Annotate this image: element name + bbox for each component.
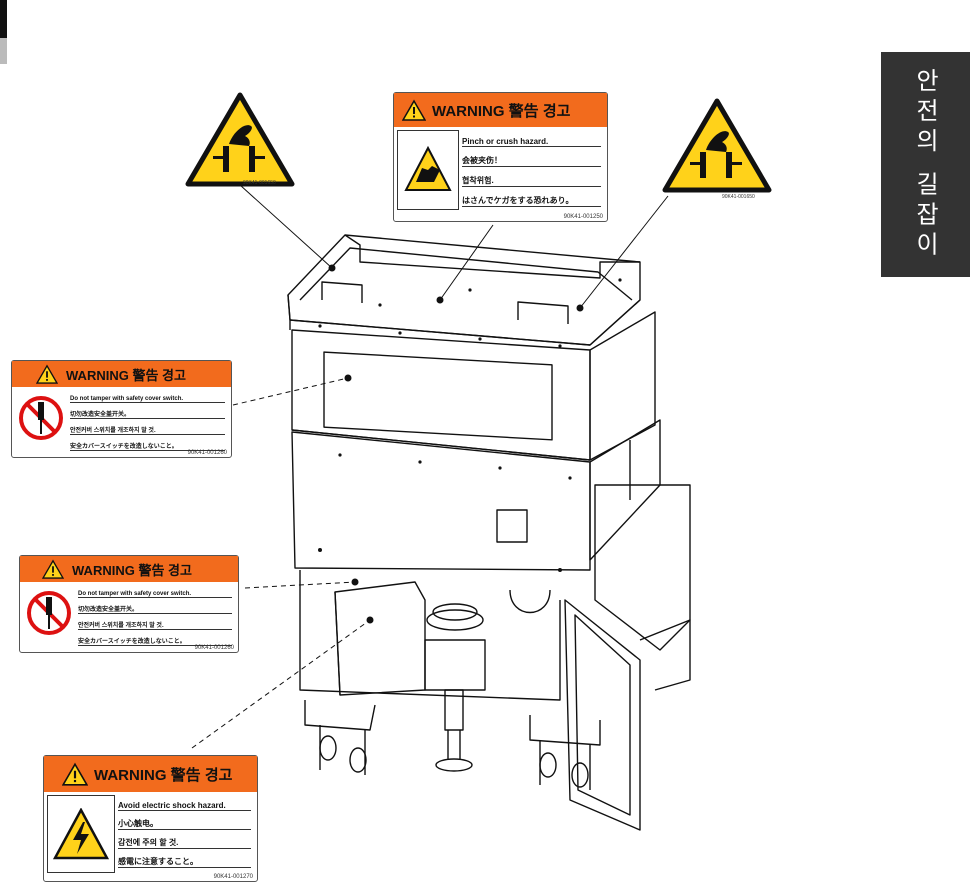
warning-text-ko: 감전에 주의 할 것. <box>118 830 251 849</box>
warning-text-en: Pinch or crush hazard. <box>462 127 601 147</box>
no-tamper-screwdriver-icon <box>15 390 67 446</box>
label-code: 90K41-001250 <box>563 214 603 220</box>
warning-text-ja: 安全カバースイッチを改造しないこと。 <box>70 435 225 451</box>
cover-switch-warning-label-2: WARNING 警告 경고 Do not tamper with safety … <box>19 555 239 653</box>
warning-text-zh: 小心触电。 <box>118 811 251 830</box>
warning-triangle-icon <box>42 559 64 579</box>
section-tab-title: 안전의 길잡이 <box>911 67 939 262</box>
no-tamper-screwdriver-icon <box>23 585 75 641</box>
warning-header: WARNING 警告 경고 <box>12 361 231 387</box>
warning-header: WARNING 警告 경고 <box>44 756 257 792</box>
label-code: 90K41-001260 <box>187 450 227 456</box>
label-code: 90K41-001260 <box>194 645 234 651</box>
warning-text-en: Avoid electric shock hazard. <box>118 792 251 811</box>
pinch-warning-label: WARNING 警告 경고 Pinch or crush hazard. 会被夹… <box>393 92 608 222</box>
pinch-hand-icon <box>397 130 459 210</box>
cover-switch-warning-label-1: WARNING 警告 경고 Do not tamper with safety … <box>11 360 232 458</box>
warning-text-ja: 安全カバースイッチを改造しないこと。 <box>78 630 232 646</box>
electric-shock-warning-label: WARNING 警告 경고 Avoid electric shock hazar… <box>43 755 258 882</box>
warning-text-ko: 안전커버 스위치를 개조하지 말 것. <box>70 419 225 435</box>
pinch-hazard-icon-label-right: 90K41-001650 <box>662 98 772 200</box>
warning-text-ja: 感電に注意すること。 <box>118 849 251 868</box>
warning-text-ja: はさんでケガをする恐れあり。 <box>462 187 601 207</box>
electric-shock-icon <box>47 795 115 873</box>
warning-triangle-icon <box>36 364 58 384</box>
warning-text-en: Do not tamper with safety cover switch. <box>78 582 232 598</box>
label-code: 90K41-001270 <box>213 874 253 880</box>
warning-text-zh: 切勿改造安全盖开关。 <box>78 598 232 614</box>
warning-triangle-icon <box>402 99 426 121</box>
warning-text-en: Do not tamper with safety cover switch. <box>70 387 225 403</box>
corner-mark <box>0 0 7 38</box>
warning-header: WARNING 警告 경고 <box>20 556 238 582</box>
warning-text-ko: 안전커버 스위치를 개조하지 말 것. <box>78 614 232 630</box>
pinch-warning-triangle-icon <box>185 92 295 187</box>
pinch-warning-triangle-icon <box>662 98 772 193</box>
warning-text-ko: 협착위험. <box>462 167 601 187</box>
warning-text-zh: 切勿改造安全盖开关。 <box>70 403 225 419</box>
warning-text-zh: 会被夹伤！ <box>462 147 601 167</box>
icon-label-code: 90K41-001650 <box>243 180 276 186</box>
pinch-hazard-icon-label-left: 90K41-001650 <box>185 92 295 188</box>
corner-mark-gray <box>0 38 7 64</box>
warning-triangle-icon <box>62 762 88 786</box>
section-tab[interactable]: 안전의 길잡이 <box>881 52 970 277</box>
icon-label-code: 90K41-001650 <box>722 194 755 200</box>
warning-header: WARNING 警告 경고 <box>394 93 607 127</box>
